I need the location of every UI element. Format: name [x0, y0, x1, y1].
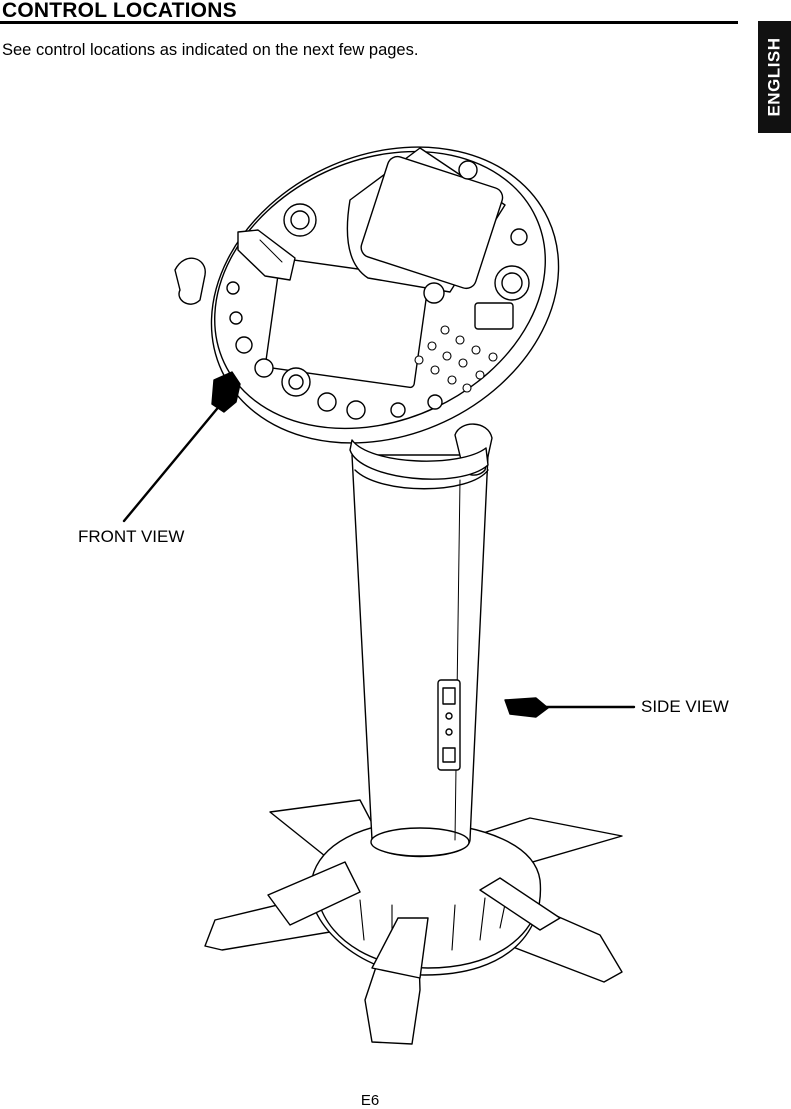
page-number: E6 — [360, 1092, 380, 1109]
keypad-buttons — [414, 325, 498, 393]
front-view-label: FRONT VIEW — [78, 527, 185, 546]
side-view-label: SIDE VIEW — [641, 697, 729, 716]
language-tab: ENGLISH — [758, 21, 791, 133]
console-disc — [210, 146, 560, 444]
stand-column — [351, 454, 489, 858]
side-panel — [437, 679, 461, 771]
mic-holder-left — [174, 257, 206, 305]
title-underline — [0, 21, 738, 24]
intro-text: See control locations as indicated on th… — [2, 41, 419, 59]
side-view-pointer-hand — [504, 697, 549, 718]
front-view-pointer-hand — [211, 371, 241, 413]
front-view-leader-line — [122, 402, 223, 523]
front-knobs — [226, 281, 443, 420]
page-title: CONTROL LOCATIONS — [2, 0, 237, 22]
